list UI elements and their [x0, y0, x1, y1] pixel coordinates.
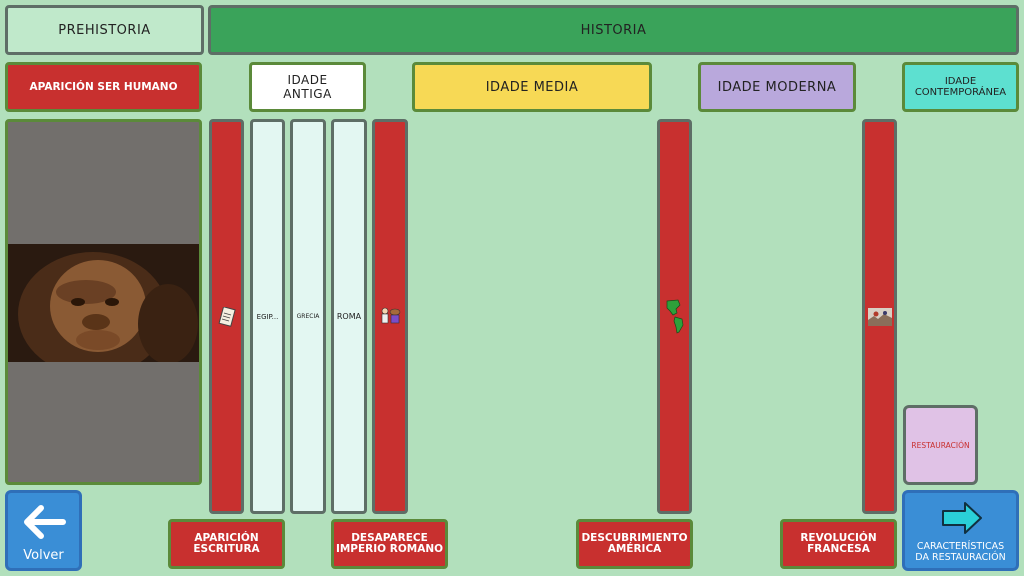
- medieval-age-tile[interactable]: IDADE MEDIA: [412, 62, 652, 112]
- ancient-age-tile[interactable]: IDADE ANTIGA: [249, 62, 366, 112]
- americas-map-icon: [666, 299, 683, 334]
- history-header[interactable]: HISTORIA: [208, 5, 1019, 55]
- arrow-left-icon: [24, 505, 66, 539]
- america-event-label-1: DESCUBRIMIENTO: [581, 532, 688, 544]
- rome-fall-timeline-bar[interactable]: [372, 119, 408, 514]
- rome-fall-event-label-1: DESAPARECE: [351, 532, 428, 544]
- back-button[interactable]: Volver: [5, 490, 82, 571]
- revolution-scene-icon: [867, 307, 892, 326]
- next-label-1: CARACTERÍSTICAS: [916, 541, 1005, 552]
- next-label: CARACTERÍSTICAS DA RESTAURACIÓN: [905, 541, 1016, 563]
- back-label: Volver: [23, 548, 64, 563]
- writing-event-tile[interactable]: APARICIÓN ESCRITURA: [168, 519, 285, 569]
- human-appearance-tile[interactable]: APARICIÓN SER HUMANO: [5, 62, 202, 112]
- arrow-right-icon: [942, 502, 982, 534]
- rome-fall-event-label-2: IMPERIO ROMANO: [335, 543, 444, 555]
- writing-event-label-2: ESCRITURA: [193, 543, 260, 555]
- contemporary-age-label-1: IDADE: [944, 76, 977, 87]
- prehistory-label: PREHISTORIA: [58, 22, 151, 38]
- greece-label: GRECIA: [296, 313, 320, 320]
- history-label: HISTORIA: [580, 22, 647, 38]
- next-label-2: DA RESTAURACIÓN: [915, 552, 1006, 563]
- prehistory-photo-panel[interactable]: [5, 119, 202, 485]
- modern-age-label: IDADE MODERNA: [717, 79, 837, 95]
- historical-figure-icon: [381, 307, 401, 323]
- contemporary-age-label-2: CONTEMPORÁNEA: [914, 87, 1007, 98]
- america-event-tile[interactable]: DESCUBRIMIENTO AMÉRICA: [576, 519, 693, 569]
- french-revolution-timeline-bar[interactable]: [862, 119, 897, 514]
- egypt-column[interactable]: EGIP...: [250, 119, 285, 514]
- ancient-age-label-1: IDADE: [287, 73, 328, 87]
- restoration-tile[interactable]: RESTAURACIÓN: [903, 405, 978, 485]
- medieval-age-label: IDADE MEDIA: [485, 79, 579, 95]
- modern-age-tile[interactable]: IDADE MODERNA: [698, 62, 856, 112]
- restoration-characteristics-button[interactable]: CARACTERÍSTICAS DA RESTAURACIÓN: [902, 490, 1019, 571]
- egypt-label: EGIP...: [256, 312, 279, 321]
- writing-timeline-bar[interactable]: [209, 119, 244, 514]
- rome-label: ROMA: [336, 312, 362, 321]
- greece-column[interactable]: GRECIA: [290, 119, 326, 514]
- early-hominid-photo: [8, 244, 199, 362]
- ancient-age-label-2: ANTIGA: [283, 87, 332, 101]
- french-revolution-event-label-2: FRANCESA: [807, 543, 870, 555]
- document-icon: [218, 306, 236, 327]
- human-appearance-label: APARICIÓN SER HUMANO: [29, 80, 178, 93]
- restoration-label: RESTAURACIÓN: [911, 440, 970, 450]
- writing-event-label-1: APARICIÓN: [194, 532, 259, 544]
- prehistory-header[interactable]: PREHISTORIA: [5, 5, 204, 55]
- french-revolution-event-label-1: REVOLUCIÓN: [800, 532, 877, 544]
- contemporary-age-tile[interactable]: IDADE CONTEMPORÁNEA: [902, 62, 1019, 112]
- america-timeline-bar[interactable]: [657, 119, 692, 514]
- rome-column[interactable]: ROMA: [331, 119, 367, 514]
- rome-fall-event-tile[interactable]: DESAPARECE IMPERIO ROMANO: [331, 519, 448, 569]
- america-event-label-2: AMÉRICA: [607, 543, 662, 555]
- french-revolution-event-tile[interactable]: REVOLUCIÓN FRANCESA: [780, 519, 897, 569]
